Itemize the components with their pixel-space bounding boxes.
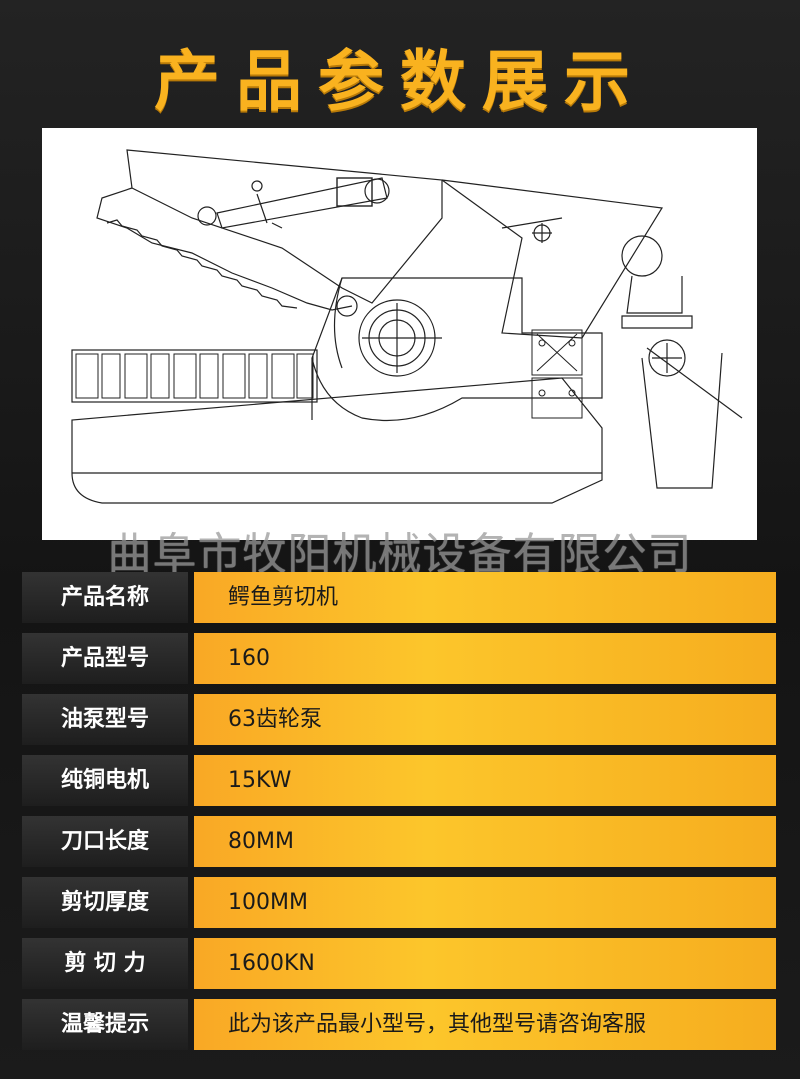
page-title: 产品参数展示 <box>154 43 646 120</box>
upper-jaw <box>126 149 443 304</box>
spec-row: 刀口长度 80MM <box>22 816 776 867</box>
machine-drawing <box>42 128 757 540</box>
spec-label: 温馨提示 <box>22 999 188 1050</box>
spec-value: 63齿轮泵 <box>194 694 776 745</box>
spec-row: 产品型号 160 <box>22 633 776 684</box>
spec-label: 剪 切 力 <box>22 938 188 989</box>
guide-blocks <box>531 329 583 419</box>
spec-table: 产品名称 鳄鱼剪切机 产品型号 160 油泵型号 63齿轮泵 纯铜电机 15KW… <box>22 572 776 1060</box>
arm <box>441 179 663 339</box>
spec-label: 剪切厚度 <box>22 877 188 928</box>
cutting-box <box>71 349 318 403</box>
right-cylinder <box>621 235 743 489</box>
spec-row: 产品名称 鳄鱼剪切机 <box>22 572 776 623</box>
spec-row: 剪 切 力 1600KN <box>22 938 776 989</box>
spec-value: 100MM <box>194 877 776 928</box>
spec-label: 刀口长度 <box>22 816 188 867</box>
spec-value: 160 <box>194 633 776 684</box>
spec-value: 15KW <box>194 755 776 806</box>
company-watermark: 曲阜市牧阳机械设备有限公司 <box>107 529 693 580</box>
spec-label: 产品名称 <box>22 572 188 623</box>
spec-row: 油泵型号 63齿轮泵 <box>22 694 776 745</box>
spec-value: 80MM <box>194 816 776 867</box>
upper-cylinder <box>216 177 390 229</box>
spec-row: 剪切厚度 100MM <box>22 877 776 928</box>
spec-row: 温馨提示 此为该产品最小型号，其他型号请咨询客服 <box>22 999 776 1050</box>
spec-value: 鳄鱼剪切机 <box>194 572 776 623</box>
base-frame <box>71 377 603 504</box>
spec-value: 此为该产品最小型号，其他型号请咨询客服 <box>194 999 776 1050</box>
spec-row: 纯铜电机 15KW <box>22 755 776 806</box>
spec-label: 纯铜电机 <box>22 755 188 806</box>
spec-label: 油泵型号 <box>22 694 188 745</box>
spec-value: 1600KN <box>194 938 776 989</box>
main-body <box>311 277 603 422</box>
spec-label: 产品型号 <box>22 633 188 684</box>
